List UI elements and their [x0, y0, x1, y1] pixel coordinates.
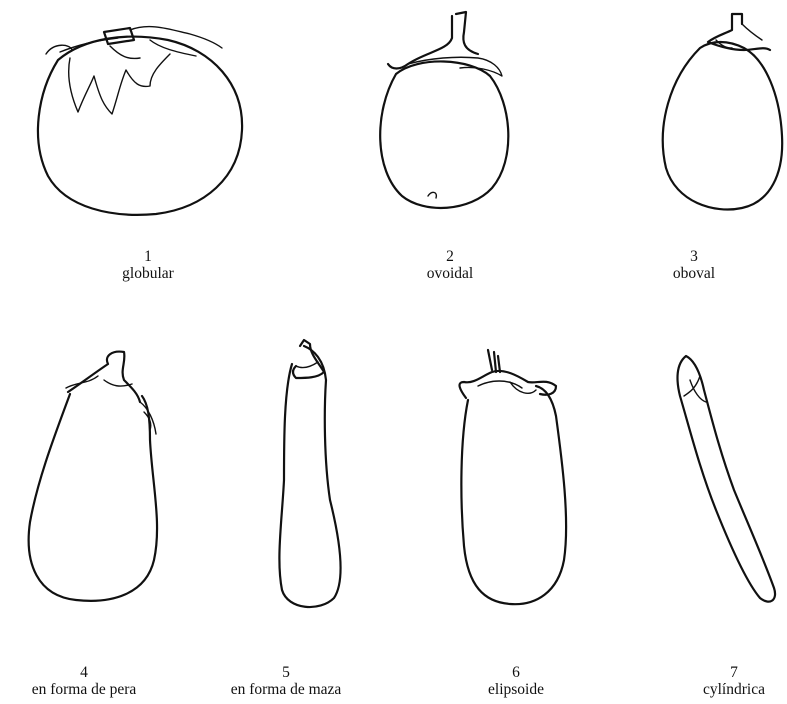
- shape-caption-1: 1 globular: [48, 248, 248, 282]
- fruit-oboval-drawing: [663, 14, 782, 209]
- shape-number: 7: [634, 664, 787, 681]
- shape-caption-5: 5 en forma de maza: [186, 664, 386, 698]
- fruit-cylindrical-drawing: [678, 356, 776, 602]
- shape-caption-2: 2 ovoidal: [350, 248, 550, 282]
- shape-caption-4: 4 en forma de pera: [0, 664, 184, 698]
- shape-name: ovoidal: [350, 265, 550, 282]
- fruit-pear-shaped-drawing: [29, 352, 157, 601]
- shape-caption-7: 7 cylíndrica: [634, 664, 787, 698]
- shape-number: 6: [416, 664, 616, 681]
- shape-caption-6: 6 elipsoide: [416, 664, 616, 698]
- shape-number: 4: [0, 664, 184, 681]
- shape-name: oboval: [594, 265, 787, 282]
- fruit-globular-drawing: [38, 27, 242, 215]
- shape-name: cylíndrica: [634, 681, 787, 698]
- fruit-club-shaped-drawing: [279, 340, 340, 607]
- shape-name: en forma de maza: [186, 681, 386, 698]
- shape-caption-3: 3 oboval: [594, 248, 787, 282]
- shape-number: 3: [594, 248, 787, 265]
- shape-number: 1: [48, 248, 248, 265]
- shape-number: 5: [186, 664, 386, 681]
- shape-name: en forma de pera: [0, 681, 184, 698]
- shape-number: 2: [350, 248, 550, 265]
- fruit-ovoidal-drawing: [380, 12, 508, 208]
- shape-name: globular: [48, 265, 248, 282]
- shape-name: elipsoide: [416, 681, 616, 698]
- fruit-ellipsoid-drawing: [460, 350, 567, 604]
